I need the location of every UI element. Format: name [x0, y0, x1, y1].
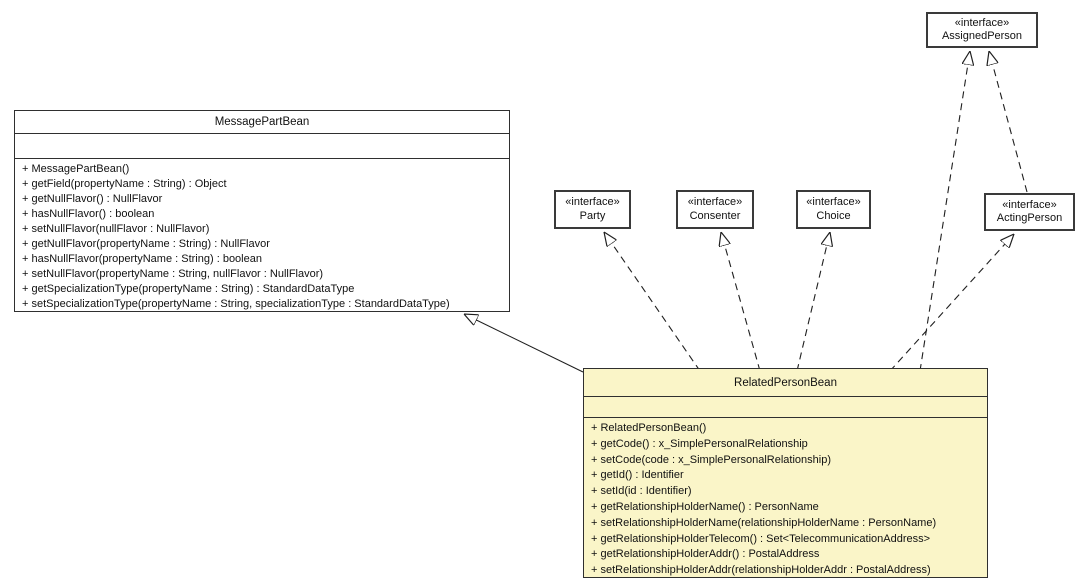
method-row: + getCode() : x_SimplePersonalRelationsh… — [591, 437, 808, 450]
interface-box-assignedperson[interactable]: «interface» AssignedPerson — [926, 12, 1038, 48]
interface-name: Party — [579, 209, 606, 222]
method-row: + getRelationshipHolderTelecom() : Set<T… — [591, 532, 931, 545]
method-row: + MessagePartBean() — [22, 163, 130, 175]
interface-name: AssignedPerson — [941, 30, 1023, 42]
interface-box-consenter[interactable]: «interface» Consenter — [676, 190, 754, 229]
method-row: + setCode(code : x_SimplePersonalRelatio… — [591, 453, 831, 466]
method-row: + hasNullFlavor(propertyName : String) :… — [22, 253, 262, 265]
method-row: + RelatedPersonBean() — [591, 422, 707, 434]
class-box-messagepartbean[interactable]: MessagePartBean + MessagePartBean() + ge… — [14, 110, 510, 312]
interface-stereotype: «interface» — [806, 196, 861, 208]
method-row: + getNullFlavor(propertyName : String) :… — [22, 238, 270, 250]
interface-name: ActingPerson — [996, 212, 1063, 224]
fields-compartment — [584, 397, 987, 418]
interface-name: Choice — [816, 209, 851, 222]
method-row: + getRelationshipHolderAddr() : PostalAd… — [591, 548, 820, 561]
interface-box-actingperson[interactable]: «interface» ActingPerson — [984, 193, 1075, 231]
interface-stereotype: «interface» — [954, 16, 1010, 29]
interface-stereotype: «interface» — [565, 196, 620, 208]
realization-edge-actingperson-assignedperson — [989, 51, 1028, 193]
generalization-edge-relatedpersonbean-messagepartbean — [464, 314, 584, 373]
method-row: + setId(id : Identifier) — [591, 485, 692, 498]
realization-edge-relatedpersonbean-actingperson — [889, 234, 1014, 372]
method-row: + getRelationshipHolderName() : PersonNa… — [591, 500, 819, 513]
methods-compartment: + RelatedPersonBean() + getCode() : x_Si… — [584, 418, 987, 577]
fields-compartment — [15, 134, 509, 159]
realization-edge-relatedpersonbean-party — [604, 232, 701, 372]
method-row: + setNullFlavor(propertyName : String, n… — [22, 268, 324, 280]
class-title: RelatedPersonBean — [584, 369, 987, 397]
class-box-relatedpersonbean[interactable]: RelatedPersonBean + RelatedPersonBean() … — [583, 368, 988, 578]
method-row: + getField(propertyName : String) : Obje… — [22, 178, 227, 190]
interface-box-choice[interactable]: «interface» Choice — [796, 190, 871, 229]
realization-edge-relatedpersonbean-consenter — [721, 232, 761, 372]
interface-stereotype: «interface» — [1002, 198, 1057, 211]
class-title: MessagePartBean — [15, 111, 509, 134]
method-row: + getSpecializationType(propertyName : S… — [22, 283, 355, 295]
realization-edge-relatedpersonbean-assignedperson — [919, 51, 970, 372]
methods-compartment: + MessagePartBean() + getField(propertyN… — [15, 159, 509, 311]
method-row: + setNullFlavor(nullFlavor : NullFlavor) — [22, 223, 210, 235]
method-row: + hasNullFlavor() : boolean — [22, 208, 155, 220]
realization-edge-relatedpersonbean-choice — [796, 232, 830, 372]
method-row: + setRelationshipHolderAddr(relationship… — [591, 564, 931, 577]
interface-name: Consenter — [689, 209, 741, 222]
method-row: + getId() : Identifier — [591, 469, 684, 482]
interface-stereotype: «interface» — [687, 196, 743, 208]
interface-box-party[interactable]: «interface» Party — [554, 190, 631, 229]
method-row: + getNullFlavor() : NullFlavor — [22, 193, 163, 205]
method-row: + setSpecializationType(propertyName : S… — [22, 298, 450, 310]
method-row: + setRelationshipHolderName(relationship… — [591, 516, 937, 529]
